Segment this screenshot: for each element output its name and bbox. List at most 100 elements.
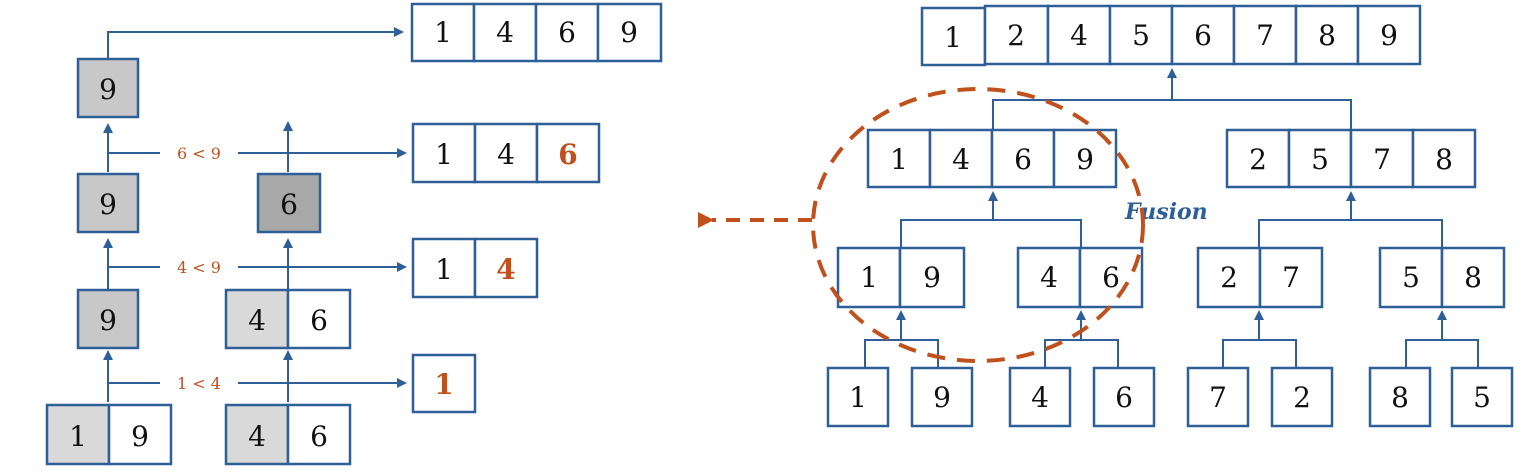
root-array: 1 2 4 5 6 7 8 9 — [920, 4, 1422, 67]
cell-value: 2 — [1249, 143, 1267, 176]
cell — [1356, 4, 1422, 66]
cell-value: 5 — [1473, 381, 1491, 414]
merge-connector — [992, 99, 1352, 130]
cell-value: 4 — [248, 420, 266, 453]
cell-value: 6 — [280, 188, 298, 221]
cell-value: 6 — [1115, 381, 1133, 414]
cell — [836, 246, 902, 309]
output-array-1: 1 — [411, 353, 477, 414]
cell-value: 7 — [1282, 261, 1300, 294]
cell — [411, 353, 477, 414]
cell-value: 1 — [849, 381, 867, 414]
comparison-label: 6 < 9 — [177, 144, 221, 163]
merge-connector — [1222, 339, 1297, 368]
cell — [983, 4, 1050, 66]
cell — [1258, 246, 1324, 309]
merge-connector — [900, 219, 1082, 248]
cell-value: 1 — [890, 143, 908, 176]
leaf-cell — [1092, 366, 1156, 428]
cell-value: 7 — [1373, 143, 1391, 176]
level2-array-right: 2 5 7 8 — [1225, 128, 1477, 189]
cell — [286, 403, 352, 466]
leaf-row: 1 9 4 6 7 2 8 5 — [826, 366, 1514, 428]
cell-value: 7 — [1256, 19, 1274, 52]
cell-value: 4 — [248, 304, 266, 337]
cell — [1440, 246, 1506, 309]
cell-value: 9 — [620, 16, 638, 49]
cell-value: 2 — [1007, 19, 1025, 52]
cell-value: 9 — [99, 73, 117, 106]
cell-value: 4 — [1040, 261, 1058, 294]
merge-connector — [1258, 219, 1443, 248]
cell-value: 1 — [434, 16, 452, 49]
cell — [1078, 246, 1144, 309]
cell-value: 5 — [1402, 261, 1420, 294]
cell-value: 2 — [1293, 381, 1311, 414]
cell-value: 6 — [1194, 19, 1212, 52]
leaf-cell — [1008, 366, 1072, 428]
output-array-3: 1 4 6 — [411, 122, 601, 184]
level1-pair: 1 9 — [836, 246, 966, 309]
cell-value: 6 — [558, 16, 576, 49]
right-bottom-pair: 4 6 — [224, 403, 352, 466]
cell-value: 8 — [1435, 143, 1453, 176]
cell-value: 6 — [1102, 261, 1120, 294]
cell-value: 1 — [860, 261, 878, 294]
leaf-cell — [1186, 366, 1250, 428]
fusion-label: Fusion — [1124, 199, 1208, 225]
stack-cell-six — [256, 172, 322, 234]
cell — [45, 403, 111, 466]
cell-value: 5 — [1311, 143, 1329, 176]
output-array-2: 1 4 — [411, 237, 539, 299]
cell-value: 1 — [69, 420, 87, 453]
cell — [1287, 128, 1353, 189]
cell — [920, 6, 987, 67]
cell — [1196, 246, 1262, 309]
cell-value: 1 — [435, 253, 453, 286]
cell-value: 5 — [1132, 19, 1150, 52]
cell — [473, 237, 539, 299]
cell — [535, 122, 601, 184]
cell — [1294, 4, 1360, 66]
cell-value: 9 — [1380, 19, 1398, 52]
cell-value: 6 — [558, 138, 577, 171]
left-panel: 1 < 4 4 < 9 6 < 9 1 9 4 6 9 9 9 4 6 — [45, 2, 663, 466]
cell-value: 9 — [923, 261, 941, 294]
stack-cell-nine — [76, 288, 140, 350]
cell — [107, 403, 173, 466]
cell-value: 6 — [1014, 143, 1032, 176]
cell — [411, 122, 477, 184]
fusion-highlight-circle — [811, 87, 1145, 363]
leaf-cell — [826, 366, 890, 428]
level1-pair: 4 6 — [1016, 246, 1144, 309]
cell-value: 1 — [434, 368, 453, 401]
cell — [473, 122, 539, 184]
cell — [1046, 4, 1112, 66]
cell — [596, 2, 663, 63]
cell-value: 7 — [1209, 381, 1227, 414]
left-bottom-pair: 1 9 — [45, 403, 173, 466]
right-panel: 1 2 4 5 6 7 8 9 1 4 6 9 2 5 7 — [698, 4, 1514, 428]
cell — [898, 246, 966, 309]
cell-value: 1 — [944, 21, 962, 54]
stack-cell-nine — [76, 57, 140, 119]
cell-value: 1 — [435, 138, 453, 171]
cell — [1232, 4, 1298, 66]
cell-value: 8 — [1391, 381, 1409, 414]
cell — [1016, 246, 1082, 309]
cell-value: 9 — [99, 304, 117, 337]
cell-value: 9 — [1076, 143, 1094, 176]
cell-value: 4 — [1031, 381, 1049, 414]
leaf-cell — [1368, 366, 1432, 428]
cell — [224, 403, 290, 466]
cell — [1349, 128, 1415, 189]
cell-value: 4 — [952, 143, 970, 176]
stack-cell-nine — [76, 172, 140, 234]
output-array-4: 1 4 6 9 — [410, 2, 663, 63]
cell-value: 4 — [1070, 19, 1088, 52]
cell-value: 2 — [1220, 261, 1238, 294]
comparison-label: 1 < 4 — [177, 374, 221, 393]
cell — [286, 288, 352, 350]
cell — [410, 2, 476, 63]
